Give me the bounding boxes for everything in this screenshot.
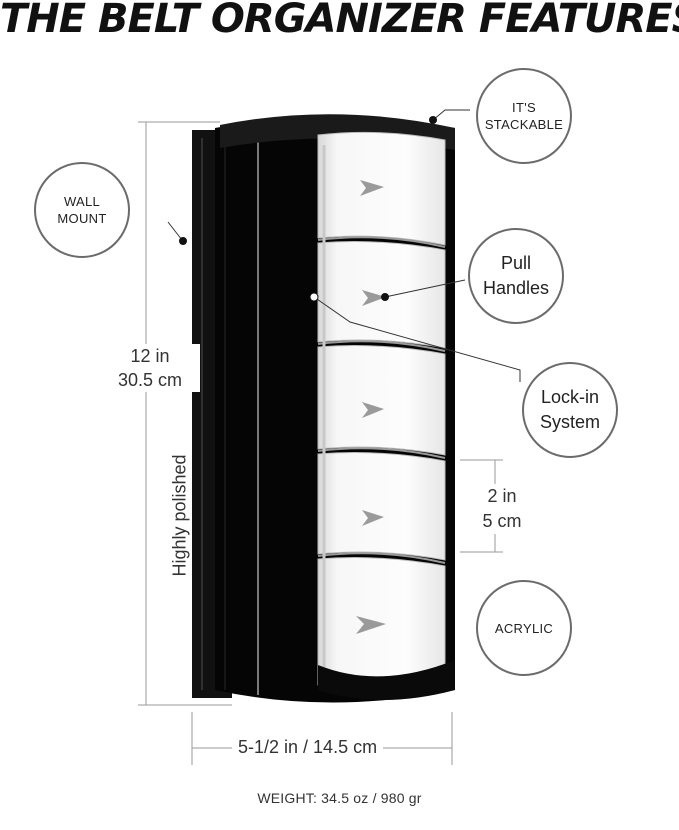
pull-handle-icon [362, 402, 384, 418]
pull-handle-icon [362, 510, 384, 526]
pull-handles [356, 180, 386, 634]
drawer-2 [317, 241, 446, 349]
drawer-height-cm: 5 cm [482, 511, 522, 531]
drawer-5 [317, 557, 446, 687]
height-label: 12 in 30.5 cm [100, 344, 200, 392]
pull-handle-icon [356, 616, 386, 634]
lock-in-callout: Lock-in System [522, 362, 618, 458]
drawer-height-label: 2 in 5 cm [472, 484, 532, 534]
acrylic-callout: ACRYLIC [476, 580, 572, 676]
wall-mount-label: WALL MOUNT [57, 194, 107, 226]
stackable-callout: IT'S STACKABLE [476, 68, 572, 164]
drawer-height-inches: 2 in [487, 486, 517, 506]
pull-handle-icon [360, 180, 384, 196]
pull-handles-callout: Pull Handles [468, 228, 564, 324]
weight-label: WEIGHT: 34.5 oz / 980 gr [257, 790, 422, 806]
callout-connectors [167, 109, 521, 382]
base [318, 660, 455, 700]
width-label: 5-1/2 in / 14.5 cm [232, 737, 384, 758]
drawer-3 [317, 345, 446, 456]
pull-handle-icon [362, 290, 386, 306]
finish-label: Highly polished [169, 454, 190, 577]
acrylic-label: ACRYLIC [494, 620, 554, 636]
drawer-1 [317, 131, 446, 246]
wall-mount-callout: WALL MOUNT [34, 162, 130, 258]
stackable-label: IT'S STACKABLE [484, 100, 564, 132]
height-cm: 30.5 cm [117, 370, 183, 390]
height-inches: 12 in [130, 346, 170, 366]
lock-in-label: Lock-in System [539, 387, 600, 432]
pull-handles-label: Pull Handles [482, 253, 550, 298]
page-title: THE BELT ORGANIZER FEATURES [0, 0, 679, 42]
drawer-4 [317, 452, 446, 561]
callout-dots [179, 116, 437, 302]
